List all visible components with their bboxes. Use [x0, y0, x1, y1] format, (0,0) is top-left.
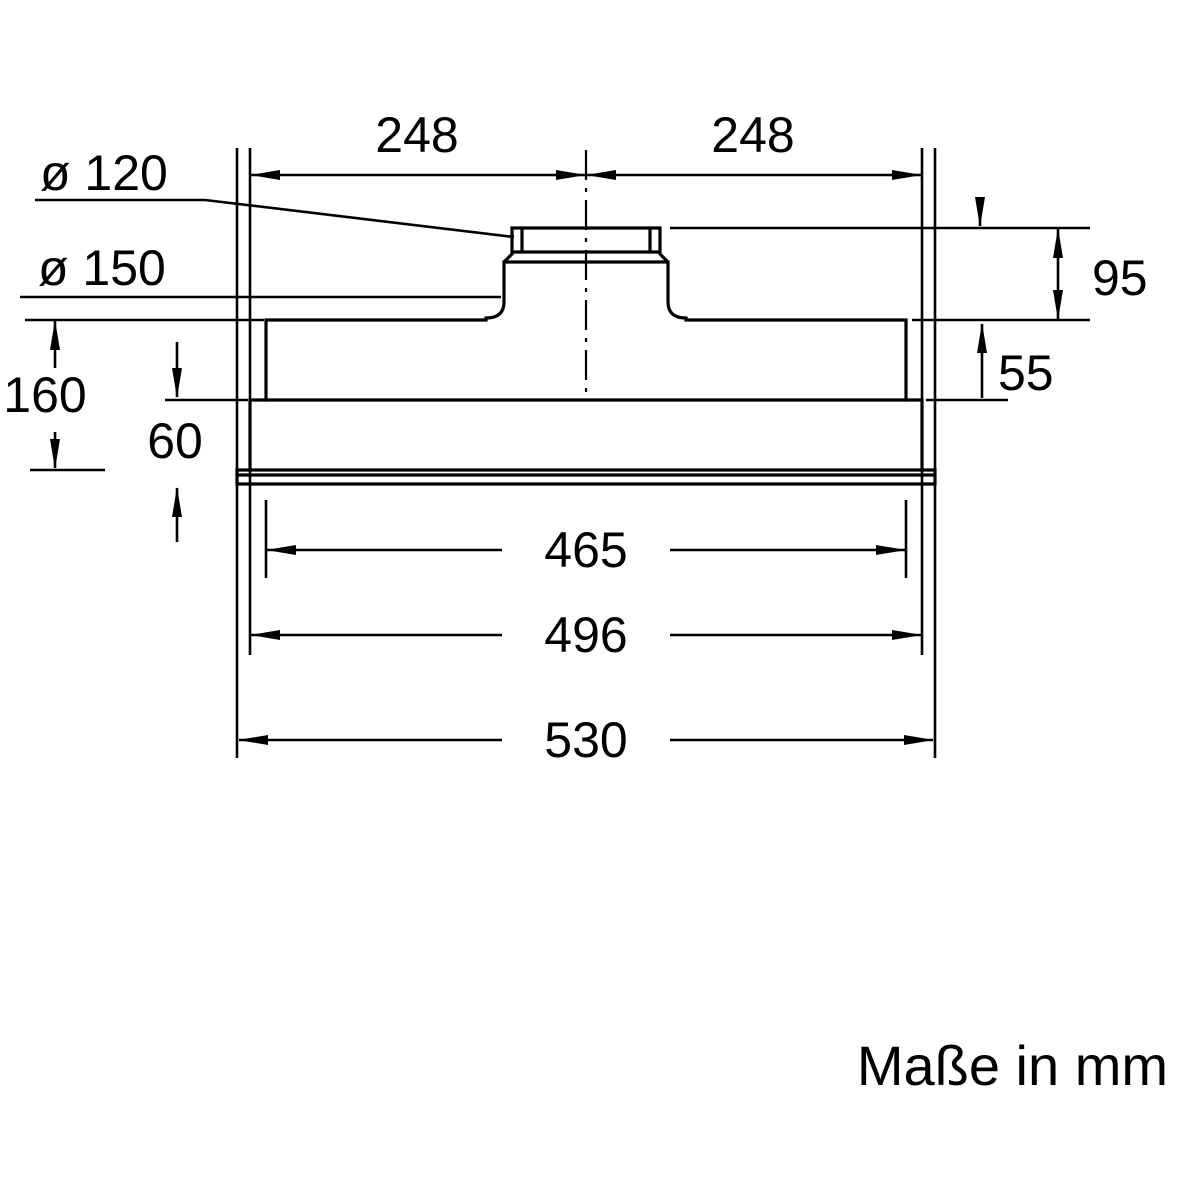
dim-bottom-section-height: 60 — [147, 413, 203, 469]
dim-overall-width: 530 — [544, 712, 627, 768]
dim-duct-diameter-small: ø 120 — [40, 145, 168, 201]
hood-body-outline — [264, 318, 908, 402]
leader-lines — [20, 198, 515, 299]
dim-body-edge-height: 55 — [998, 345, 1054, 401]
dim-duct-height: 95 — [1092, 250, 1148, 306]
dim-niche-width: 496 — [544, 607, 627, 663]
hood-step-outline — [248, 398, 924, 472]
hood-outline — [235, 226, 937, 486]
duct-collar-outline — [484, 226, 688, 320]
dim-half-width-right: 248 — [711, 107, 794, 163]
dim-total-height: 160 — [3, 367, 86, 423]
dim-half-width-left: 248 — [375, 107, 458, 163]
dimension-lines — [50, 170, 1063, 745]
dim-duct-diameter-large: ø 150 — [38, 240, 166, 296]
hood-trim-outline — [235, 468, 937, 486]
dim-inner-width: 465 — [544, 522, 627, 578]
units-caption: Maße in mm — [857, 1034, 1168, 1097]
